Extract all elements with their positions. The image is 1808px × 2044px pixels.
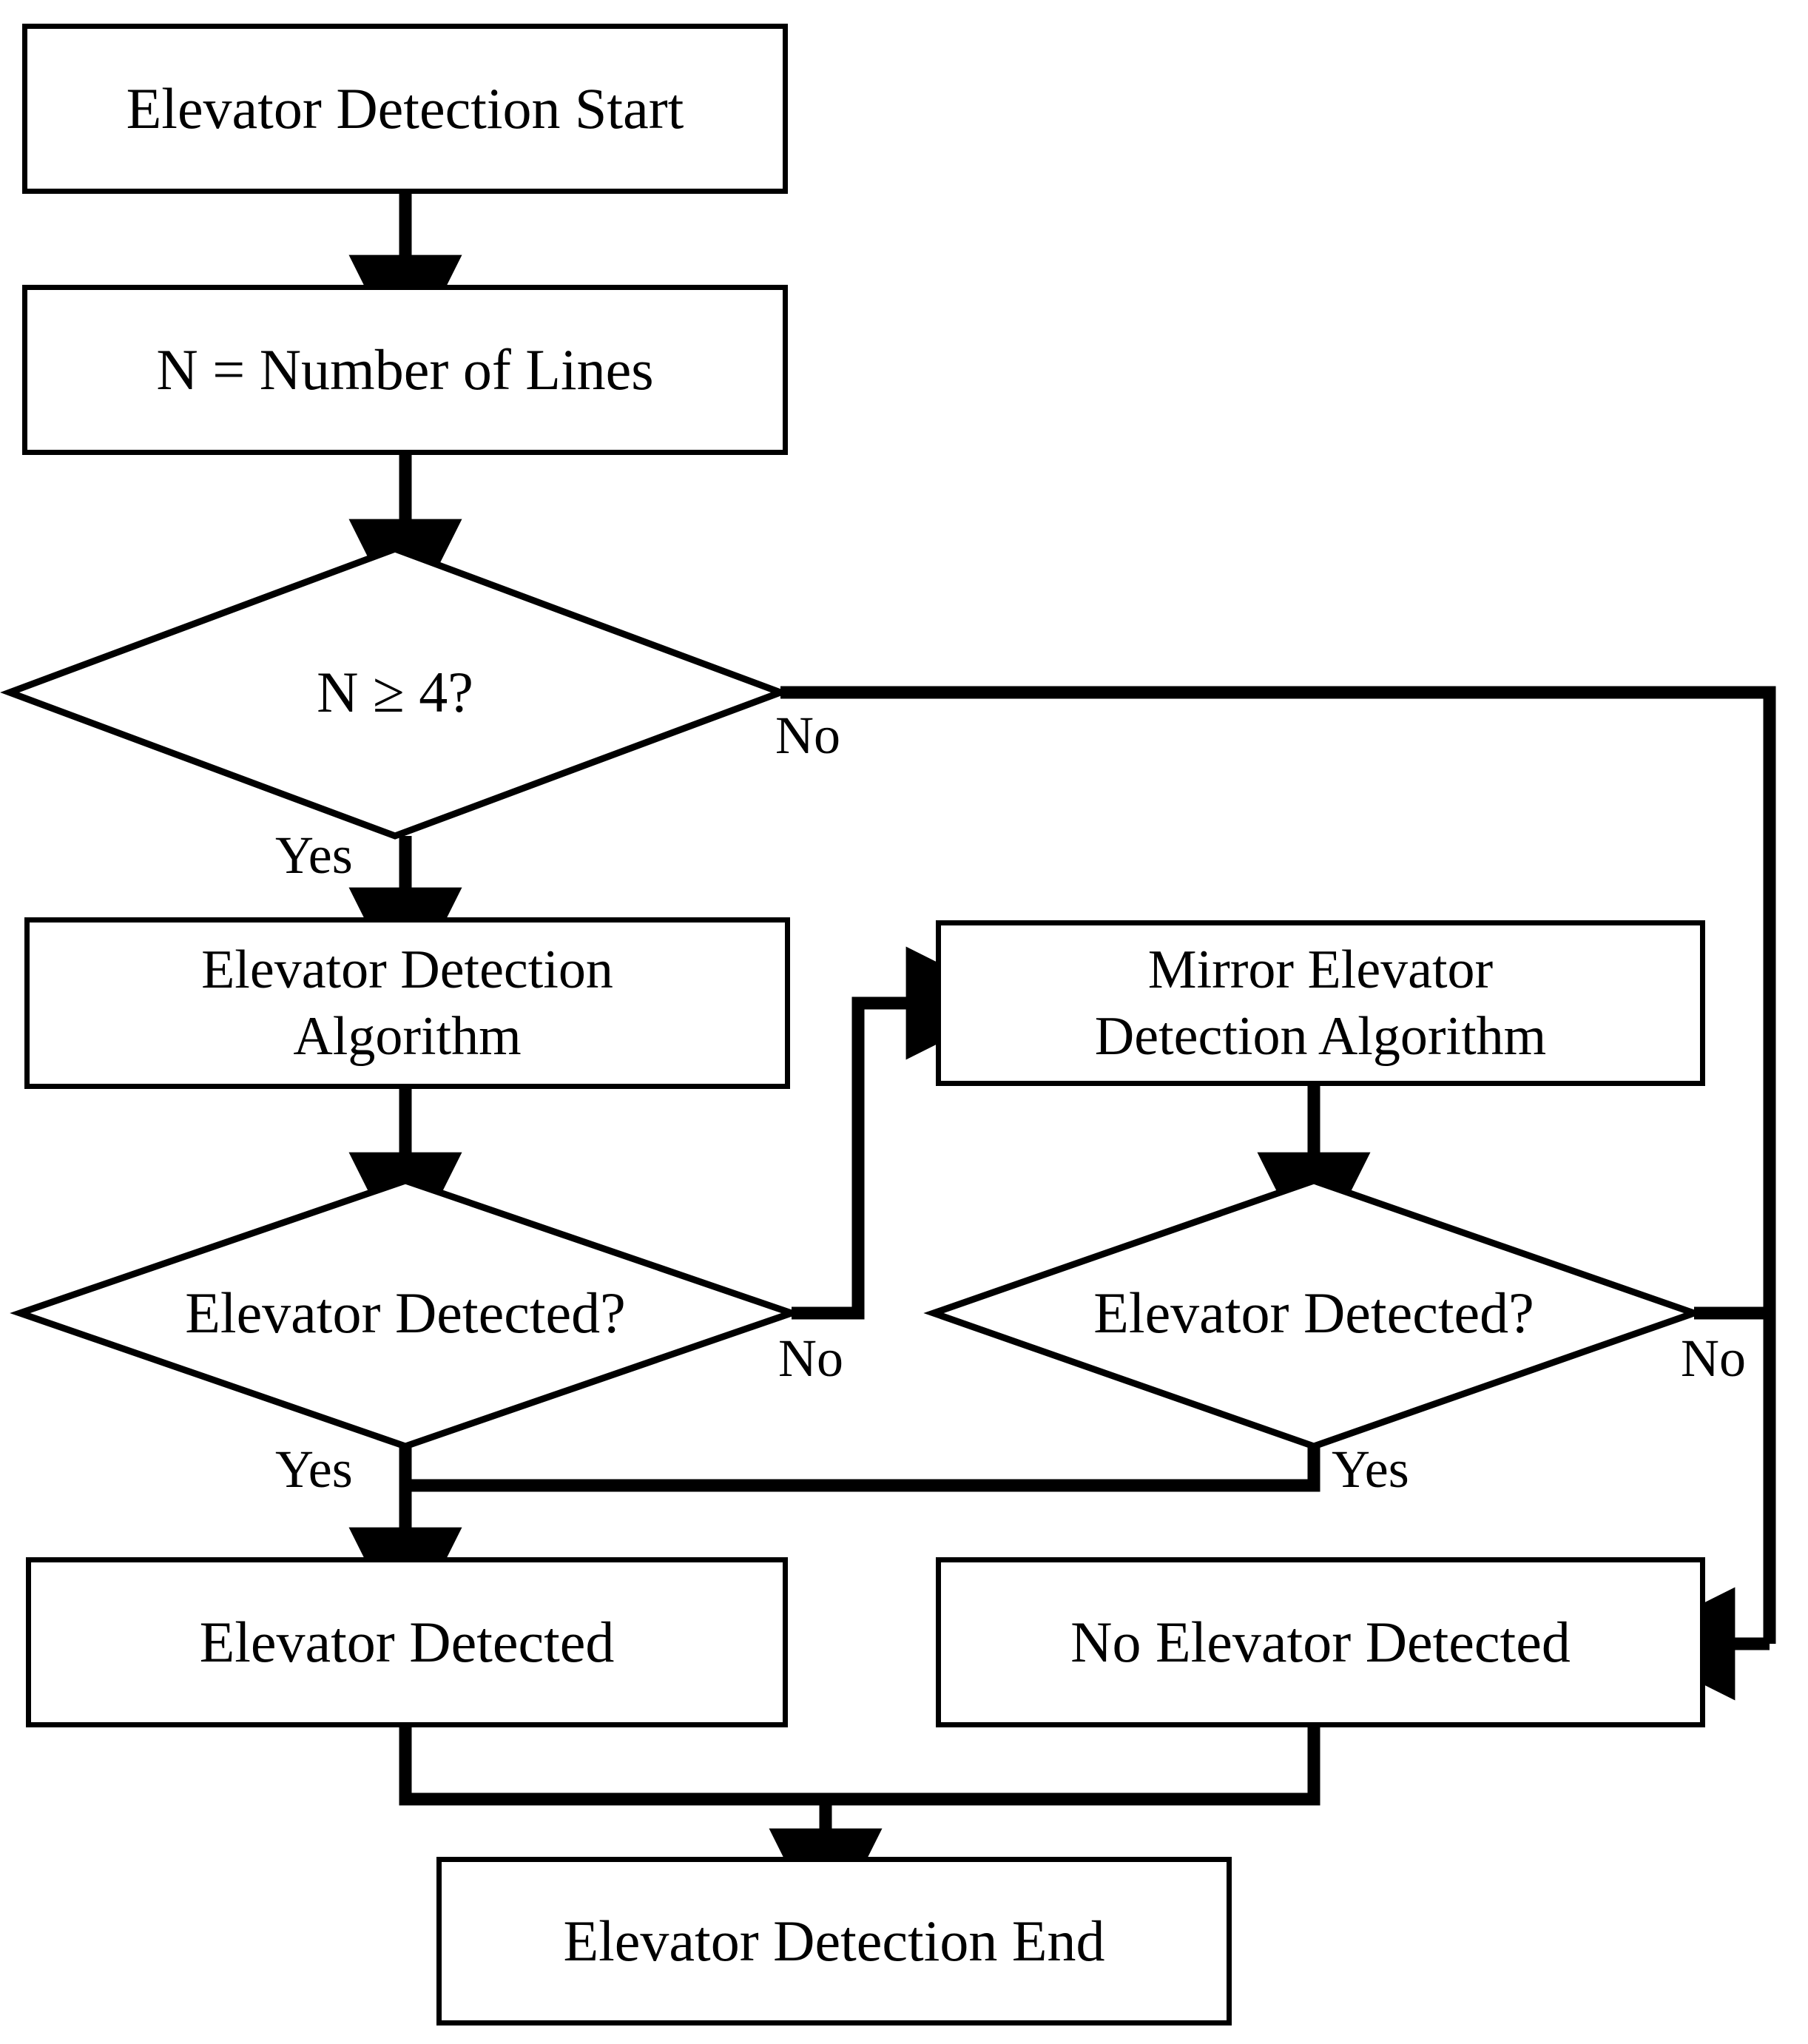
node-end-label: Elevator Detection End	[563, 1909, 1105, 1974]
edge-label-text: No	[778, 1329, 843, 1388]
edge-label-text: No	[1681, 1329, 1746, 1388]
node-detected-left-label: Elevator Detected?	[185, 1281, 626, 1345]
edge-label-detected-left-no: No	[778, 1332, 843, 1385]
node-elevator-detected-label: Elevator Detected	[199, 1610, 615, 1675]
node-end[interactable]: Elevator Detection End	[436, 1857, 1232, 2026]
edge-label-text: No	[775, 706, 840, 765]
node-mirror-algorithm-label-line2: Detection Algorithm	[1094, 1006, 1547, 1067]
node-check-n[interactable]: N ≥ 4?	[99, 655, 691, 729]
edge-label-text: Yes	[275, 1440, 353, 1499]
node-detected-right[interactable]: Elevator Detected?	[981, 1276, 1647, 1350]
edge-elevator-to-merge	[399, 1727, 826, 1806]
node-no-elevator-detected[interactable]: No Elevator Detected	[936, 1557, 1705, 1727]
node-check-n-label: N ≥ 4?	[317, 660, 473, 724]
node-count-lines-label: N = Number of Lines	[156, 337, 654, 402]
edge-label-detected-right-no: No	[1681, 1332, 1746, 1385]
edge-no-elevator-to-merge	[826, 1727, 1320, 1806]
edge-check-no-to-rail	[780, 686, 1776, 1644]
edge-detected-right-yes-join	[405, 1446, 1320, 1492]
node-detected-right-label: Elevator Detected?	[1093, 1281, 1534, 1345]
edge-label-check-n-no: No	[775, 709, 840, 762]
node-elevator-detected[interactable]: Elevator Detected	[26, 1557, 788, 1727]
edge-label-detected-right-yes: Yes	[1332, 1443, 1409, 1496]
edge-detected-left-no-to-mirror	[792, 946, 1019, 1320]
node-detect-algorithm-label-line1: Elevator Detection	[201, 939, 613, 1000]
node-start[interactable]: Elevator Detection Start	[22, 24, 788, 194]
node-detected-left[interactable]: Elevator Detected?	[72, 1276, 738, 1350]
node-count-lines[interactable]: N = Number of Lines	[22, 285, 788, 455]
node-detect-algorithm-label-line2: Algorithm	[293, 1006, 522, 1067]
node-detect-algorithm[interactable]: Elevator Detection Algorithm	[24, 917, 790, 1089]
edge-label-text: Yes	[275, 826, 353, 885]
edge-label-text: Yes	[1332, 1440, 1409, 1499]
node-start-label: Elevator Detection Start	[126, 76, 684, 141]
node-mirror-algorithm-label-line1: Mirror Elevator	[1147, 939, 1494, 1000]
edge-label-detected-left-yes: Yes	[275, 1443, 353, 1496]
node-mirror-algorithm[interactable]: Mirror Elevator Detection Algorithm	[936, 920, 1705, 1086]
edge-label-check-n-yes: Yes	[275, 829, 353, 882]
node-no-elevator-detected-label: No Elevator Detected	[1070, 1610, 1571, 1675]
